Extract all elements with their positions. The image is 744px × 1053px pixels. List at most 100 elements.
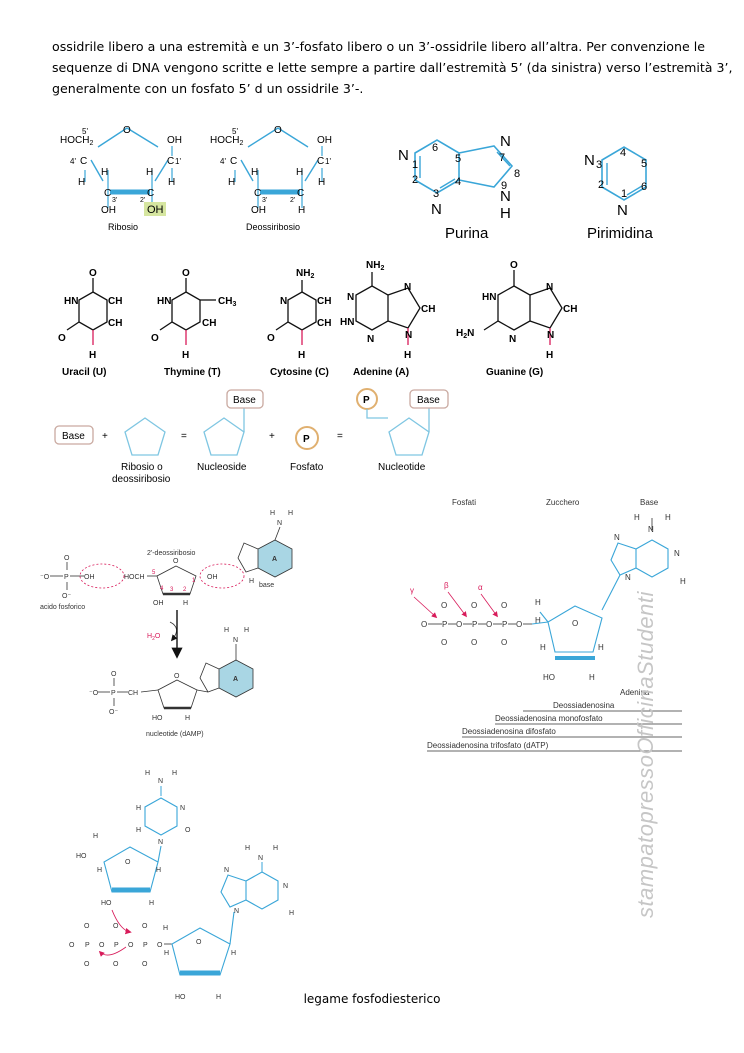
pyrimidine-n1: N [617,202,628,219]
bond-top-n1: N [158,839,163,846]
ribose-h1: H [168,177,175,188]
deoxyribose-ring-o: O [274,125,282,136]
equation-sugar-pentagon [124,417,166,456]
datp-col-sugar: Zucchero [546,498,580,507]
guanine-hn1: HN [482,292,496,303]
deoxyribose-structure: O HOCH2 5' 4' C H OH C 1' H H H C 3' C 2… [210,125,332,232]
bond-o-t3: O [142,923,148,930]
damp-acid-o-left: ⁻O [40,574,50,581]
paragraph-line-1: ossidrile libero a una estremità e un 3’… [52,39,705,54]
uracil-ch5: CH [108,296,122,307]
bond-bottom-sugar-o: O [196,939,202,946]
cytosine-nh2: NH2 [296,268,314,280]
uracil-ch6: CH [108,318,122,329]
bond-top-h1: H [156,867,161,874]
bond-top-sugar-o: O [125,859,131,866]
ribose-oh2: OH [147,204,164,216]
bond-top-ho3: HO [101,900,112,907]
equation-phosphate-symbol: P [303,434,310,445]
deoxyribose-c4: C [230,156,237,167]
damp-base-nh2: N [277,520,282,527]
datp-o-1: O [456,620,462,629]
damp-base-h9: H [249,578,254,585]
datp-o-beta-t: O [471,601,477,610]
equation-base-box [54,425,94,445]
bond-top-nh2: N [158,778,163,785]
uracil-structure: O HN CH CH O H Uracil (U) [58,268,122,378]
purine-num-9: 9 [501,180,507,192]
datp-base-h-b: H [665,513,671,522]
damp-sugar-num-5: 5 [152,570,156,576]
damp-sugar-num-2: 2 [183,587,187,593]
equation-nucleoside-pentagon [203,417,245,456]
deoxyribose-h4: H [228,177,235,188]
datp-gamma: γ [410,586,414,595]
pyrimidine-num-6: 6 [641,181,647,193]
damp-base-h-b: H [288,510,293,517]
purine-num-2: 2 [412,174,418,186]
damp-product-p: P [111,690,116,697]
deoxyribose-c3: C [254,188,261,199]
deoxyribose-5prime: 5' [232,127,238,136]
datp-o-alpha-b: O [501,638,507,647]
datp-col-phosphates: Fosfati [452,498,476,507]
purine-num-3: 3 [433,188,439,200]
equation-phosphate-circle [295,426,319,450]
pyrimidine-label: Pirimidina [587,225,654,242]
purine-n3: N [431,201,442,218]
damp-sugar-label: 2'-deossiribosio [147,550,196,557]
cytosine-ch6: CH [317,318,331,329]
adenine-structure: NH2 N HN N N CH N H Adenine (A) [340,260,435,378]
bond-o-b2: O [113,961,119,968]
datp-sugar-h2: H [589,673,595,682]
damp-sugar-h2: H [183,600,188,607]
pyrimidine-n3: N [584,152,595,169]
datp-sugar-h4: H [540,643,546,652]
deoxyribose-c2: C [297,188,304,199]
guanine-n7: N [546,282,553,293]
equation-plus-2: + [269,431,275,442]
bond-bottom-h2: H [216,994,221,1001]
damp-product-o-left: ⁻O [89,690,99,697]
adenine-n9: N [405,330,412,341]
datp-o-terminal: O [421,620,427,629]
ribose-5prime: 5' [82,127,88,136]
datp-o-alpha-t: O [501,601,507,610]
thymine-o2: O [151,333,159,344]
watermark: stampatopressoOfficinaStudenti [633,591,658,918]
datp-diagram: Fosfati Zucchero Base H H N N N H N O H … [410,498,686,752]
bond-o-b3: O [142,961,148,968]
adenine-label: Adenine (A) [353,367,409,378]
damp-product-nh2: N [233,637,238,644]
intro-paragraph: ossidrile libero a una estremità e un 3’… [52,36,733,99]
damp-sugar-oh3: OH [153,600,164,607]
uracil-o4: O [89,268,97,279]
ribose-hoch2: HOCH2 [60,135,93,147]
thymine-ch3: CH3 [218,296,236,308]
bond-o-b1: O [84,961,90,968]
ribose-4prime: 4' [70,157,76,166]
bond-bottom-h5a: H [163,925,168,932]
purine-num-8: 8 [514,168,520,180]
adenine-hc2: HN [340,317,354,328]
datp-o-3: O [516,620,522,629]
equation-nucleotide-label: Nucleotide [378,462,426,473]
purine-h9: H [500,205,511,222]
uracil-o2: O [58,333,66,344]
bond-top-ho: HO [76,853,87,860]
purine-n1: N [398,147,409,164]
equation-nucleotide-base-text: Base [417,395,440,406]
bond-top-h-a: H [145,770,150,777]
bond-top-h6: H [136,827,141,834]
datp-base-n1: N [674,549,680,558]
bond-bottom-h1: H [231,950,236,957]
purine-num-4: 4 [455,176,461,188]
nucleotide-equation: Base + Ribosio o deossiribosio = Base Nu… [54,388,449,485]
bond-bottom-n7: N [224,867,229,874]
bond-o-1: O [99,942,105,949]
bond-bottom-n9: N [234,908,239,915]
damp-acid-o-bottom: O⁻ [62,593,71,600]
datp-sugar-h1: H [598,643,604,652]
bond-bottom-h-b: H [273,845,278,852]
